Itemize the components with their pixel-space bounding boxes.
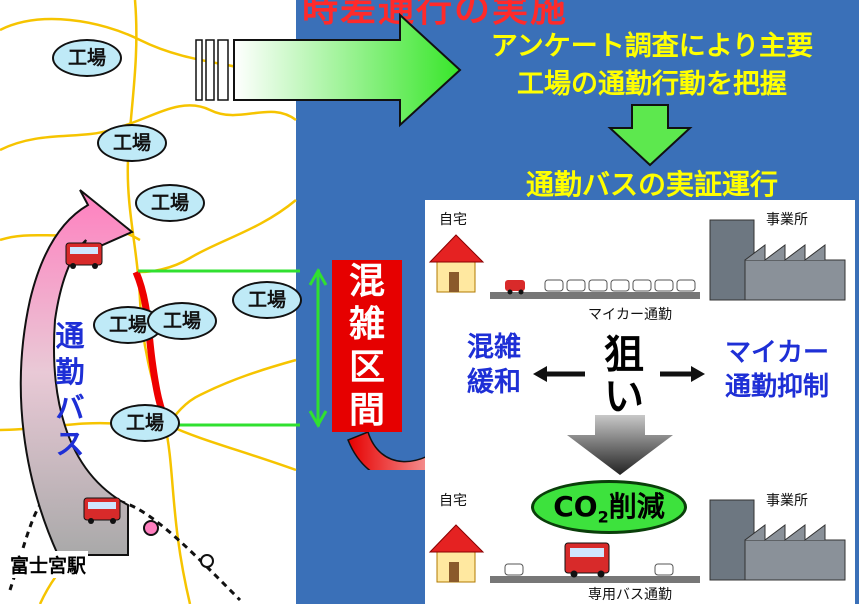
congested-road (132, 270, 172, 427)
survey-text: アンケート調査により主要 工場の通勤行動を把握 (462, 28, 842, 104)
bus-icon (83, 497, 121, 524)
aim-text: 狙い (604, 332, 644, 420)
congestion-section-box: 混雑区間 (332, 260, 402, 432)
car-commute-suppression: マイカー 通勤抑制 (702, 336, 852, 404)
bus-label: 通勤バス (55, 319, 85, 461)
co2-prefix: CO (553, 490, 598, 523)
factory-marker: 工場 (135, 184, 205, 222)
survey-line-2: 工場の通勤行動を把握 (517, 69, 787, 100)
congestion-relief: 混雑 緩和 (448, 330, 540, 400)
co2-reduction-badge: CO2削減 (531, 480, 687, 534)
bus-icon (65, 242, 103, 269)
car-icon (504, 563, 674, 576)
down-arrow (607, 104, 693, 167)
home-label-before: 自宅 (439, 212, 467, 228)
factory-marker: 工場 (52, 39, 122, 77)
co2-suffix: 削減 (608, 490, 665, 523)
road (167, 423, 297, 472)
road (0, 104, 297, 152)
factory-marker: 工場 (110, 404, 180, 442)
station-marker-alt (200, 554, 214, 568)
bus-icon (564, 542, 610, 578)
bus-route-arrow (19, 189, 134, 556)
home-icon (428, 234, 485, 293)
relief-line-2: 緩和 (467, 367, 521, 398)
relief-line-1: 混雑 (467, 332, 521, 363)
factory-marker: 工場 (147, 302, 217, 340)
road (166, 358, 297, 426)
before-caption: マイカー通勤 (588, 307, 672, 323)
after-caption: 専用バス通勤 (588, 587, 672, 603)
road (126, 0, 192, 604)
home-icon (428, 524, 485, 583)
aim-label: 狙い (596, 334, 652, 418)
station-marker (143, 520, 159, 536)
suppress-line-2: 通勤抑制 (724, 372, 829, 402)
survey-line-1: アンケート調査により主要 (490, 31, 814, 62)
congestion-bracket (138, 269, 300, 427)
office-building-icon (709, 219, 846, 301)
office-label-before: 事業所 (766, 212, 808, 228)
scenario-graphics (428, 219, 846, 583)
car-icon (544, 279, 696, 292)
down-arrow (567, 415, 673, 475)
suppress-line-1: マイカー (724, 338, 829, 368)
station-label: 富士宮駅 (8, 551, 89, 578)
office-building-icon (709, 499, 846, 581)
office-label-after: 事業所 (766, 493, 808, 509)
trial-operation-text: 通勤バスの実証運行 (525, 168, 778, 201)
home-label-after: 自宅 (439, 493, 467, 509)
car-icon (505, 280, 525, 295)
survey-arrow (233, 12, 462, 128)
co2-subscript: 2 (597, 507, 609, 527)
congestion-section-label: 混雑区間 (348, 261, 385, 431)
factory-marker: 工場 (232, 281, 302, 319)
factory-marker: 工場 (97, 124, 167, 162)
